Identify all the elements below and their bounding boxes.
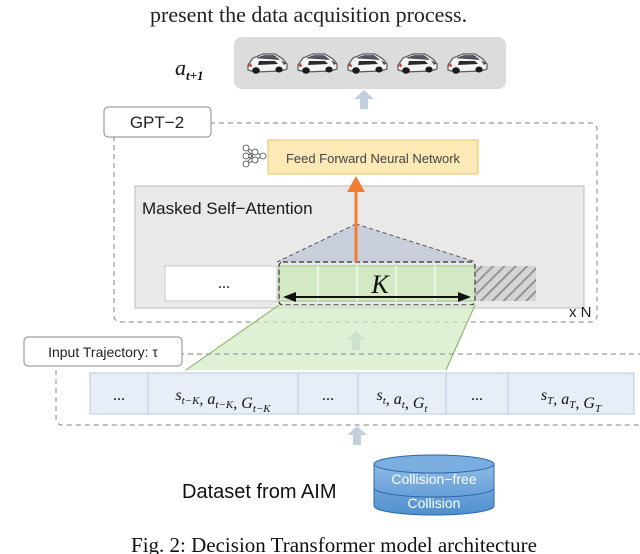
attention-label: Masked Self−Attention	[142, 199, 313, 218]
database-label-collision-free: Collision−free	[391, 471, 476, 487]
trajectory-cell-label: ...	[471, 387, 483, 404]
header-fragment: present the data acquisition process.	[150, 2, 467, 27]
output-label-base: a	[175, 55, 186, 80]
dataset-label: Dataset from AIM	[182, 481, 337, 503]
output-label-sub: t+1	[186, 68, 204, 83]
ffnn-box	[267, 139, 479, 175]
gpt2-label: GPT−2	[130, 113, 184, 132]
output-action: at+1	[175, 37, 506, 89]
context-length-label: K	[370, 270, 390, 299]
masked-future-tokens	[476, 266, 536, 301]
up-arrow-icon	[354, 90, 374, 109]
trajectory-cell-label: sT, aT, GT	[541, 387, 602, 415]
trajectory-cell	[89, 372, 149, 415]
database-icon	[373, 454, 495, 516]
ffnn-label: Feed Forward Neural Network	[286, 151, 461, 166]
input-trajectory-container	[55, 353, 640, 426]
gpt2-tag	[103, 106, 212, 138]
repeat-label: x N	[569, 304, 592, 321]
input-trajectory-label: Input Trajectory: τ	[48, 344, 158, 360]
output-label: at+1	[175, 55, 204, 83]
ffnn-icon	[242, 144, 267, 168]
input-trajectory-tag	[23, 336, 183, 367]
context-projection	[186, 305, 475, 370]
trajectory-cell-label: ...	[322, 387, 334, 404]
trajectory-cell-label: st−K, at−K, Gt−K	[175, 387, 271, 415]
figure-caption: Fig. 2: Decision Transformer model archi…	[131, 533, 537, 554]
context-window	[278, 265, 476, 302]
trajectory-cell	[445, 372, 509, 415]
trajectory-cell	[147, 372, 299, 415]
attention-cone	[277, 224, 476, 262]
token-row-ellipsis: ...	[218, 275, 230, 292]
trajectory-cell	[357, 372, 447, 415]
context-length-arrow	[283, 292, 471, 302]
up-arrow-icon	[347, 426, 367, 445]
trajectory-cell	[297, 372, 359, 415]
token-row-left	[164, 265, 278, 302]
trajectory-sequence: ... st−K, at−K, Gt−K... st, at, Gt... sT, a…	[89, 372, 635, 415]
trajectory-cell	[507, 372, 635, 415]
trajectory-cell-label: ...	[113, 387, 125, 404]
trajectory-cell-label: st, at, Gt	[377, 387, 429, 415]
database-label-collision: Collision	[408, 495, 461, 511]
attention-output-arrow	[347, 176, 365, 262]
